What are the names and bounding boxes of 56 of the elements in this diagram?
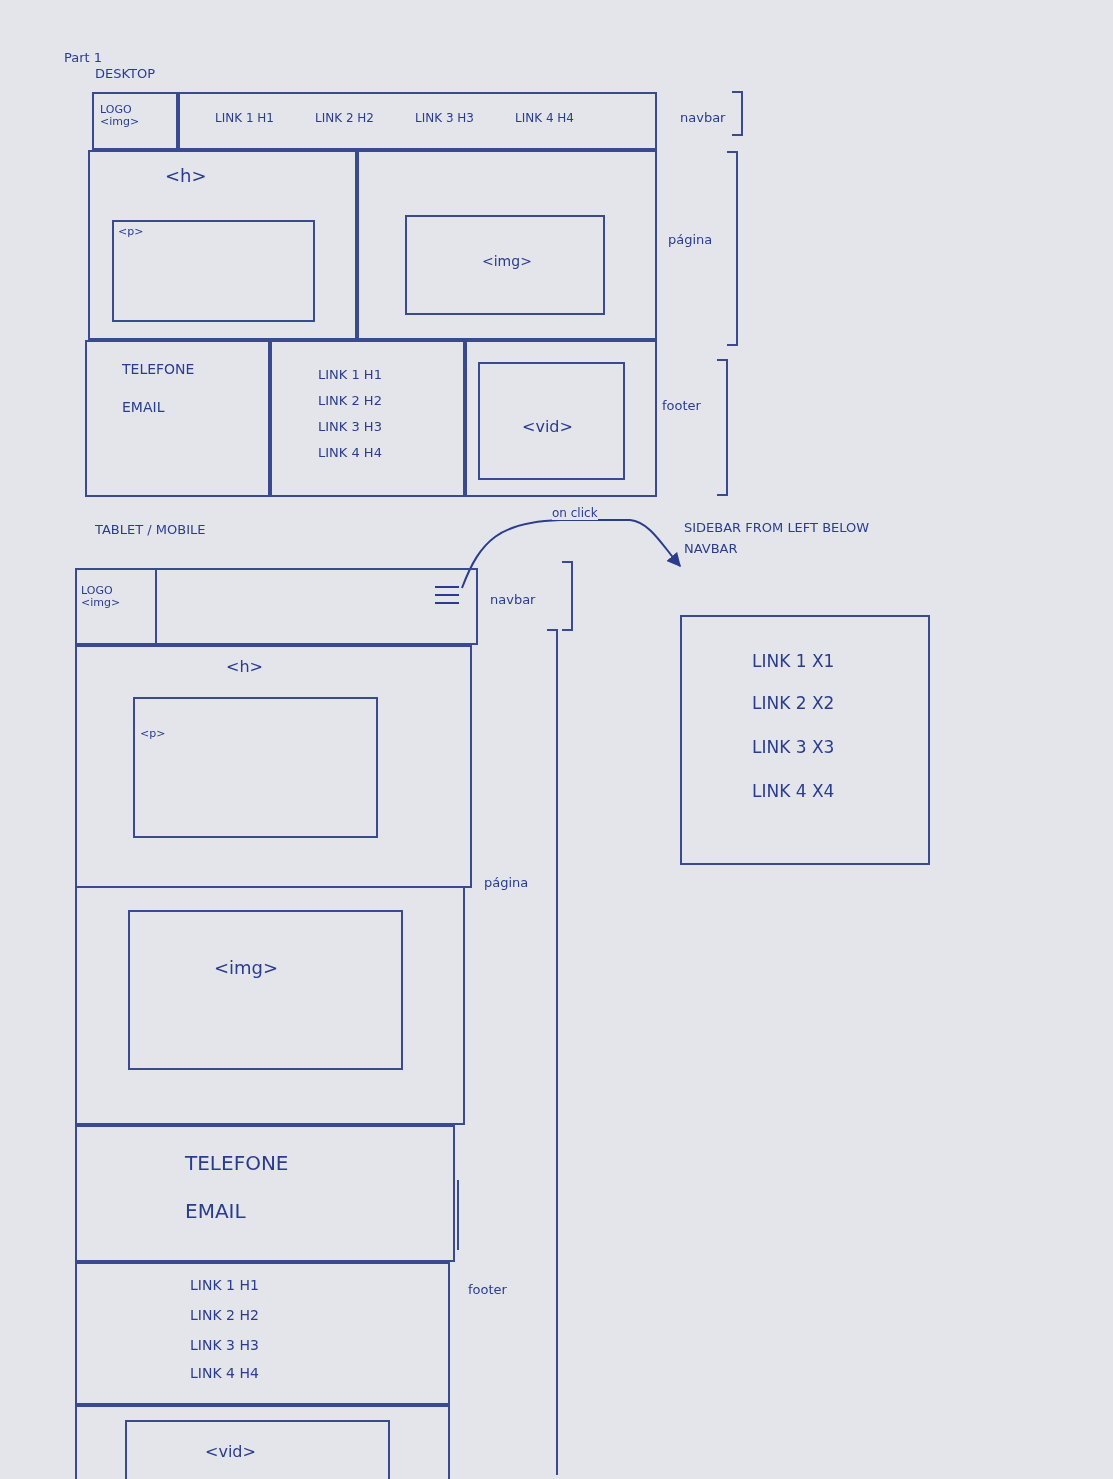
video-frame (478, 362, 625, 480)
heading-tag: <h> (226, 658, 263, 676)
footer-link: LINK 3 H3 (190, 1338, 259, 1354)
navbar-bar (75, 568, 478, 645)
video-section (75, 1405, 450, 1479)
content-section (75, 886, 465, 1125)
cell-text: LOGO <img> (81, 585, 122, 610)
sidebar-link: LINK 4 X4 (752, 782, 835, 801)
contact-text: EMAIL (122, 400, 165, 416)
side-annotation: página (668, 232, 713, 247)
side-annotation: footer (662, 398, 701, 413)
edge-label: on click (552, 506, 598, 520)
section-heading: TABLET / MOBILE (95, 522, 206, 537)
side-annotation: página (484, 875, 529, 890)
image-frame (405, 215, 605, 315)
footer-link: LINK 1 H1 (318, 368, 382, 383)
sidebar-link: LINK 1 X1 (752, 652, 835, 671)
image-tag: <img> (482, 254, 532, 270)
heading-tag: <h> (165, 166, 207, 186)
side-annotation: navbar (490, 592, 536, 607)
video-tag: <vid> (205, 1443, 256, 1461)
paragraph-tag: <p> (118, 226, 144, 239)
footer-link: LINK 2 H2 (190, 1308, 259, 1324)
sidebar-link: LINK 2 X2 (752, 694, 835, 713)
footer-links-section (75, 1262, 450, 1405)
image-frame (128, 910, 403, 1070)
side-annotation: navbar (680, 110, 726, 125)
footer-link: LINK 2 H2 (318, 394, 382, 409)
contact-text: TELEFONE (122, 362, 195, 378)
footer-links-cell (270, 340, 465, 497)
footer-link: LINK 3 H3 (318, 420, 382, 435)
contact-text: EMAIL (185, 1200, 246, 1222)
footer-link: LINK 4 H4 (190, 1366, 259, 1382)
cell-text: LOGO <img> (100, 104, 141, 129)
footer-link: LINK 4 H4 (318, 446, 382, 461)
image-tag: <img> (214, 958, 279, 978)
video-frame (125, 1420, 390, 1479)
video-tag: <vid> (522, 418, 573, 436)
side-annotation: footer (468, 1282, 507, 1297)
paragraph-box (112, 220, 315, 322)
annotation-text: SIDEBAR FROM LEFT BELOW NAVBAR (684, 518, 904, 572)
contact-section (75, 1125, 455, 1262)
sidebar-link: LINK 3 X3 (752, 738, 835, 757)
section-heading: DESKTOP (95, 66, 155, 81)
arrow (461, 519, 681, 589)
nav-link: LINK 1 H1 (215, 112, 274, 126)
contact-text: TELEFONE (185, 1152, 289, 1174)
nav-link: LINK 4 H4 (515, 112, 574, 126)
footer-link: LINK 1 H1 (190, 1278, 259, 1294)
content-section (75, 645, 472, 888)
page-title: Part 1 (64, 50, 103, 65)
paragraph-tag: <p> (140, 728, 166, 741)
nav-link: LINK 2 H2 (315, 112, 374, 126)
paragraph-box (133, 697, 378, 838)
sidebar-panel (680, 615, 930, 865)
nav-link: LINK 3 H3 (415, 112, 474, 126)
